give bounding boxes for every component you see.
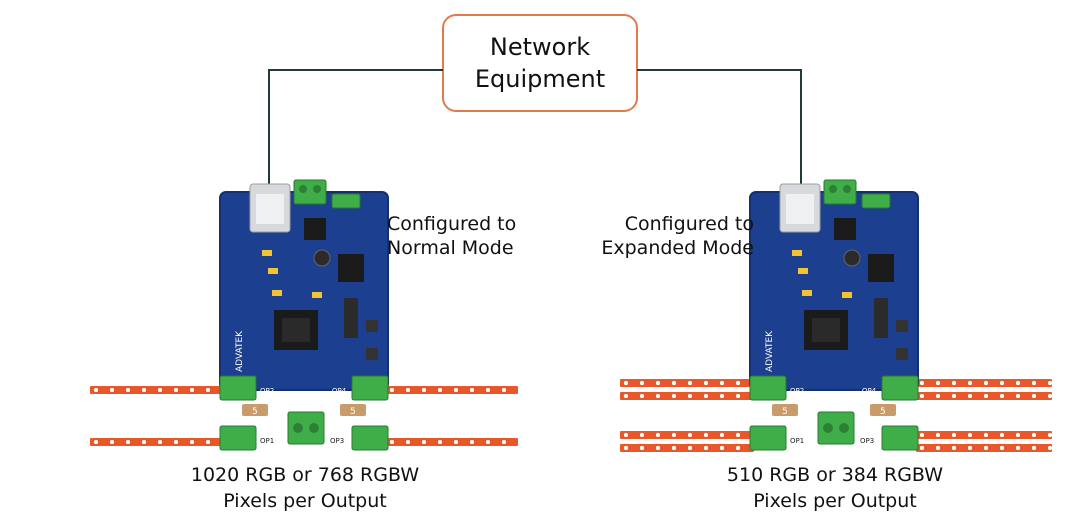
network-equipment-box: Network Equipment: [442, 14, 638, 112]
controller-board-left: ADVATEK OP2 OP4 OP1 OP3 5 5: [219, 179, 389, 451]
pixel-strip-left-bottom-b: [386, 438, 518, 446]
pixel-strip-right-1c: [916, 379, 1052, 387]
out-label-left-op4: OP4: [332, 387, 347, 395]
out-label-left-op1: OP1: [260, 437, 274, 445]
fuse-left-2: 5: [350, 407, 356, 417]
wire-left-horizontal: [268, 69, 443, 71]
pixel-strip-right-1d: [916, 392, 1052, 400]
pixel-strip-left-top-b: [386, 386, 518, 394]
out-label-left-op2: OP2: [260, 387, 274, 395]
right-config-label: Configured to Expanded Mode: [586, 212, 754, 260]
pixel-strip-left-bottom-a: [90, 438, 222, 446]
out-label-left-op3: OP3: [330, 437, 344, 445]
fuse-right-1: 5: [782, 407, 788, 417]
right-caption-line2: Pixels per Output: [753, 490, 917, 512]
pixel-strip-right-1b: [620, 392, 754, 400]
pixel-strip-right-1a: [620, 379, 754, 387]
network-label-line1: Network: [489, 33, 591, 61]
right-caption: 510 RGB or 384 RGBW Pixels per Output: [690, 462, 980, 514]
wire-left-vertical: [268, 69, 270, 187]
out-label-right-op2: OP2: [790, 387, 804, 395]
left-config-line2: Normal Mode: [387, 237, 514, 259]
fuse-left-1: 5: [252, 407, 258, 417]
out-label-right-op4: OP4: [862, 387, 877, 395]
left-config-line1: Configured to: [387, 213, 517, 235]
left-caption-line1: 1020 RGB or 768 RGBW: [190, 464, 420, 486]
right-config-line1: Configured to: [624, 213, 754, 235]
pixel-strip-right-2a: [620, 431, 754, 439]
left-caption: 1020 RGB or 768 RGBW Pixels per Output: [160, 462, 450, 514]
left-caption-line2: Pixels per Output: [223, 490, 387, 512]
wire-right-horizontal: [637, 69, 802, 71]
brand-text-left: ADVATEK: [235, 330, 245, 372]
brand-text-right: ADVATEK: [765, 330, 775, 372]
right-caption-line1: 510 RGB or 384 RGBW: [726, 464, 944, 486]
pixel-strip-left-top-a: [90, 386, 222, 394]
right-config-line2: Expanded Mode: [601, 237, 754, 259]
pixel-strip-right-2c: [916, 431, 1052, 439]
out-label-right-op3: OP3: [860, 437, 874, 445]
controller-board-right: ADVATEK OP2 OP4 OP1 OP3 5 5: [749, 179, 919, 451]
pixel-strip-right-2d: [916, 444, 1052, 452]
network-label-line2: Equipment: [474, 65, 606, 93]
fuse-right-2: 5: [880, 407, 886, 417]
out-label-right-op1: OP1: [790, 437, 804, 445]
pixel-strip-right-2b: [620, 444, 754, 452]
wire-right-vertical: [800, 69, 802, 187]
left-config-label: Configured to Normal Mode: [387, 212, 516, 260]
